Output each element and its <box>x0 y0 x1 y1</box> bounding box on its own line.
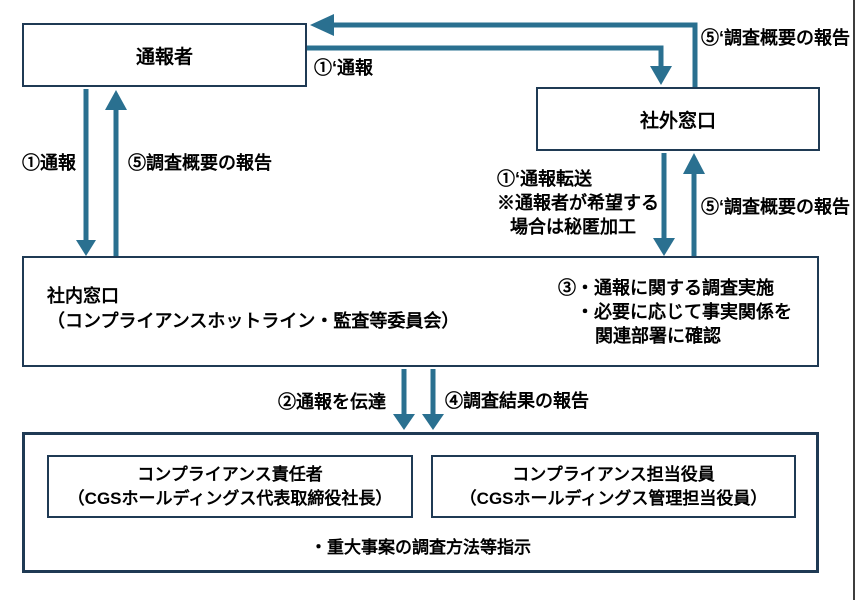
node-compliance-head-line2: （CGSホールディングス代表取締役社長） <box>67 488 393 508</box>
node-compliance-head-line1: コンプライアンス責任者 <box>137 464 323 484</box>
edge-label-summary5-dash-mid: ⑤‘調査概要の報告 <box>701 197 851 217</box>
edge-label-report1: ①通報 <box>22 153 76 173</box>
edge-label-convey2: ②通報を伝達 <box>278 392 386 412</box>
edge-label-forward-line3: 場合は秘匿加工 <box>510 217 636 237</box>
edge-label-forward-line1: ①‘通報転送 <box>497 169 593 189</box>
node-external-label: 社外窓口 <box>639 110 716 132</box>
edge-label-summary5-dash-top: ⑤‘調査概要の報告 <box>701 28 851 48</box>
arrow-convey-down <box>393 369 415 430</box>
node-compliance-director-line2: （CGSホールディングス管理担当役員） <box>459 488 768 508</box>
edge-label-report1-dash: ①‘通報 <box>314 58 374 78</box>
arrow-result-down <box>422 369 444 430</box>
investigation-note-line3: 関連部署に確認 <box>595 326 721 346</box>
edge-label-forward-dash: ①‘通報転送 ※通報者が希望する 場合は秘匿加工 <box>497 167 659 239</box>
node-internal-contact: 社内窓口 （コンプライアンスホットライン・監査等委員会） ③・通報に関する調査実… <box>22 256 819 367</box>
node-reporter: 通報者 <box>22 23 307 87</box>
page-right-edge-line <box>853 0 855 600</box>
node-internal-line1: 社内窓口 <box>47 286 119 306</box>
node-compliance-director: コンプライアンス担当役員 （CGSホールディングス管理担当役員） <box>431 455 796 518</box>
node-officers-group: コンプライアンス責任者 （CGSホールディングス代表取締役社長） コンプライアン… <box>22 432 819 573</box>
officers-instruction-note: ・重大事案の調査方法等指示 <box>310 538 531 557</box>
arrow-summary-up <box>105 90 127 256</box>
edge-label-result4: ④調査結果の報告 <box>445 391 589 411</box>
investigation-note-line2: ・必要に応じて事実関係を <box>576 302 792 322</box>
node-internal-title: 社内窓口 （コンプライアンスホットライン・監査等委員会） <box>47 284 459 334</box>
node-compliance-director-line1: コンプライアンス担当役員 <box>512 464 715 484</box>
edge-label-summary5: ⑤調査概要の報告 <box>128 153 272 173</box>
node-compliance-head: コンプライアンス責任者 （CGSホールディングス代表取締役社長） <box>47 455 413 518</box>
node-external-contact: 社外窓口 <box>536 87 820 151</box>
arrow-report-down <box>76 89 96 256</box>
edge-label-forward-line2: ※通報者が希望する <box>497 193 659 213</box>
node-internal-line2: （コンプライアンスホットライン・監査等委員会） <box>47 311 460 331</box>
investigation-note-line1: ③・通報に関する調査実施 <box>558 278 774 298</box>
node-reporter-label: 通報者 <box>135 46 193 68</box>
investigation-note: ③・通報に関する調査実施 ・必要に応じて事実関係を 関連部署に確認 <box>558 276 792 348</box>
